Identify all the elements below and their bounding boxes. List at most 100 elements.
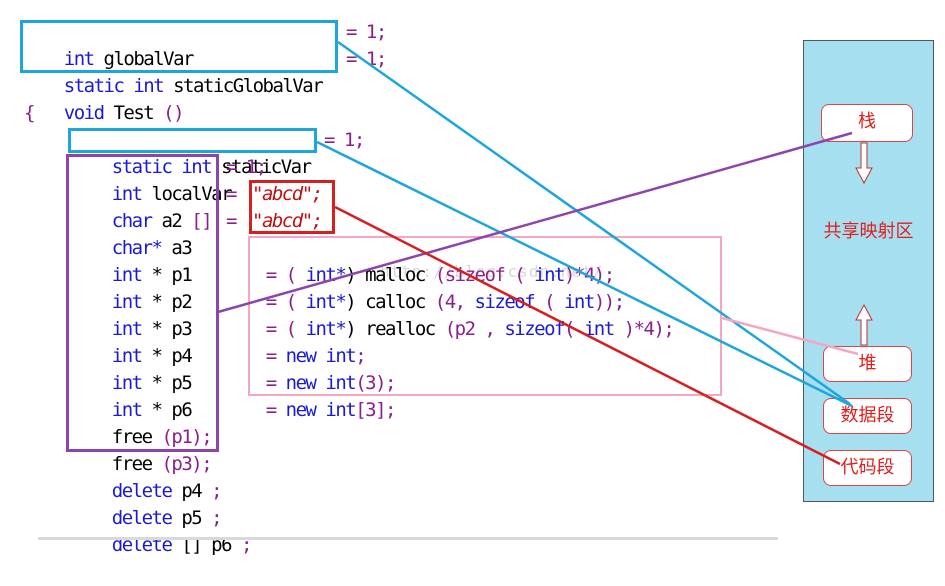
code-line-7-assign: = [226,183,246,205]
operator: (p2 , [444,318,505,340]
code-line-9: int * p1 [72,235,193,316]
operator: ; [355,345,366,367]
code-line-10: int * p2 [72,262,193,343]
keyword: int [111,291,143,313]
identifier: * p3 [141,318,193,340]
code-line-17: delete p4 ; [72,451,223,532]
identifier: staticVar [211,156,312,178]
identifier: globalVar [93,48,195,70]
code-line-12: int * p4 [72,316,193,397]
parens: () [163,102,184,124]
static-var-box [68,128,317,153]
strings-to-code-line [334,205,841,466]
keyword: int [583,318,615,340]
operator: = [265,372,286,394]
function-call: free [111,453,162,475]
identifier: p5 [171,507,212,529]
keyword: sizeof [504,318,565,340]
connector-lines [217,40,873,466]
memory-layout-diagram: http://blog.csdn.net/ int globalVar = 1;… [20,19,934,556]
operator: = [265,345,286,367]
code-segment: 代码段 [823,450,912,486]
operator: ; [211,507,222,529]
code-line-6-value: = 1; [226,156,267,178]
code-line-8: char* a3 [72,208,193,289]
code-line-1-value: = 1; [346,21,387,43]
code-line-7: char a2 [] [72,181,213,262]
code-line-16: free (p3); [72,424,213,505]
keyword: new int [285,345,357,367]
operator: = [265,399,286,421]
identifier: staticGlobalVar [163,75,324,97]
keyword: int [63,48,95,70]
code-line-15: free (p1); [72,397,213,478]
identifier: p4 [171,480,212,502]
code-line-5: static int staticVar [72,127,312,208]
string-literals-box [249,180,335,234]
keyword: int* [305,318,347,340]
global-to-data-line [337,40,851,406]
keyword: new int [285,399,357,421]
keyword: int [111,399,143,421]
identifier: a2 [151,210,192,232]
operator: ( [534,291,564,313]
identifier: * p4 [141,345,193,367]
global-vars-box [20,20,338,73]
string-literal-a3: "abcd"; [252,210,323,232]
keyword: int [111,345,143,367]
string-literal-a2: "abcd"; [252,183,323,205]
operator: = ( [265,291,306,313]
keyword: static int [63,75,165,97]
data-segment: 数据段 [823,398,912,434]
keyword: static int [111,156,213,178]
up-arrow-icon [855,303,873,346]
code-line-6: int localVar [72,154,233,235]
operator: ( [564,318,584,340]
identifier: localVar [141,183,233,205]
heap-to-heap-line [721,316,859,356]
code-line-1: int globalVar [24,19,195,100]
operator: [3]; [355,399,396,421]
keyword: delete [111,480,173,502]
keyword: int [534,264,565,286]
function-call: ) realloc [345,318,445,340]
code-line-13-expr: = new int(3); [226,343,397,424]
keyword: sizeof [474,291,536,313]
code-line-10-expr: = ( int*) calloc (4, sizeof ( int)); [226,262,625,343]
code-line-11: int * p3 [72,289,193,370]
operator: = ( [265,264,306,286]
operator: (4, [434,291,475,313]
keyword: int* [305,264,347,286]
keyword: int [111,318,143,340]
code-line-14: int * p6 [72,370,193,451]
operator: (p1); [161,426,212,448]
static-to-data-line [316,140,853,408]
keyword: int [111,264,143,286]
operator: )*4); [613,318,675,340]
identifier: * p2 [141,291,193,313]
operator: ; [211,480,222,502]
code-line-2: static int staticGlobalVar [24,46,324,127]
keyword: char* [111,237,163,259]
code-line-4: { [24,102,35,124]
code-line-8-assign: = [226,210,246,232]
keyword: int [111,372,143,394]
keyword: int [111,183,143,205]
brackets: [] [191,210,212,232]
local-vars-box [66,154,219,452]
operator: )); [593,291,625,313]
function-call: free [111,426,162,448]
code-line-11-expr: = ( int*) realloc (p2 , sizeof( int )*4)… [226,289,675,370]
code-line-18: delete p5 ; [72,478,223,559]
down-arrow-icon [855,142,873,185]
keyword: void [63,102,105,124]
function-call: ) calloc [345,291,435,313]
shared-mapping-segment: 共享映射区 [823,221,914,242]
code-line-13: int * p5 [72,343,193,424]
code-line-14-expr: = new int[3]; [226,370,397,451]
code-line-5-value: = 1; [324,129,365,151]
operator: = ( [265,318,306,340]
identifier: * p6 [141,399,193,421]
keyword: int* [305,291,347,313]
heap-segment: 堆 [823,346,912,382]
